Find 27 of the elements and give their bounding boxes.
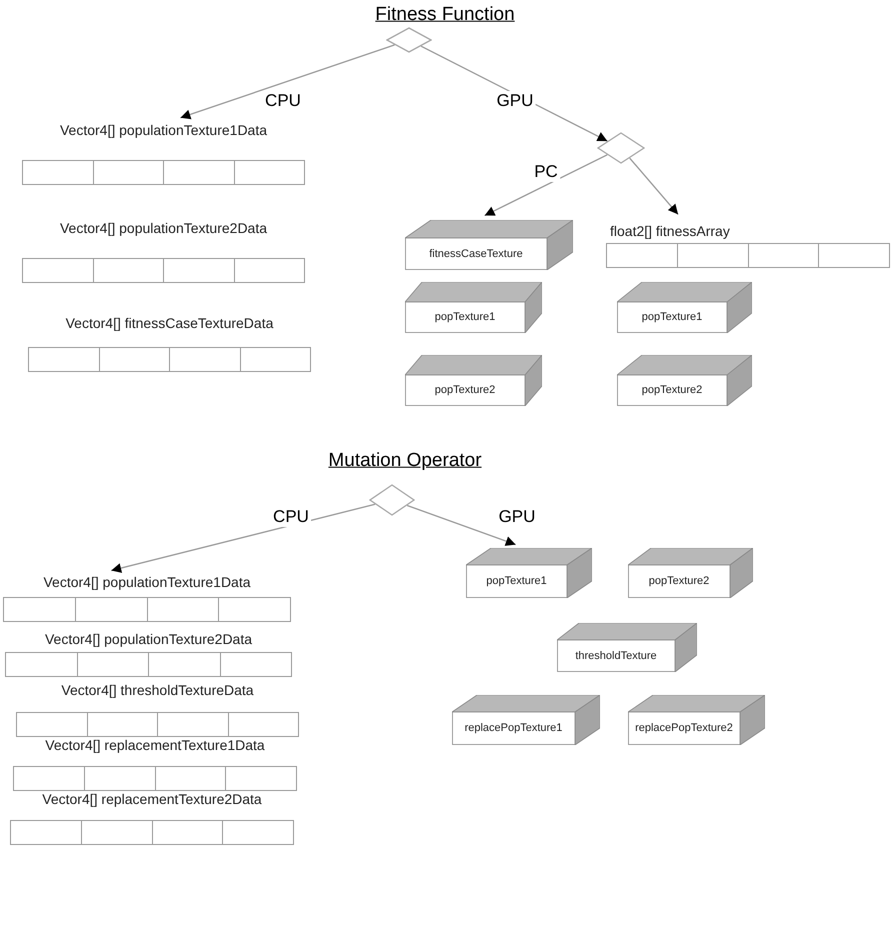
array-label: Vector4[] populationTexture2Data <box>44 630 252 648</box>
box-label: thresholdTexture <box>575 648 657 664</box>
box-label: replacePopTexture1 <box>464 721 562 736</box>
box-label: popTexture2 <box>434 383 496 398</box>
box-label: popTexture2 <box>648 574 710 590</box>
arrow <box>111 504 376 573</box>
box-label: popTexture2 <box>642 383 702 398</box>
box-label: popTexture1 <box>434 310 496 326</box>
array-label: Vector4[] replacementTexture1Data <box>45 736 265 754</box>
array-label: Vector4[] populationTexture1Data <box>43 573 251 591</box>
array-label: Vector4[] replacementTexture2Data <box>42 790 262 808</box>
box-label: popTexture1 <box>486 574 547 590</box>
arrow <box>406 504 516 546</box>
arrow <box>629 158 679 215</box>
section-title: Fitness Function <box>375 2 515 27</box>
array-label: Vector4[] fitnessCaseTextureData <box>66 314 274 332</box>
box-label: fitnessCaseTexture <box>429 246 523 262</box>
edge-label: CPU <box>271 507 311 527</box>
box-label: replacePopTexture2 <box>635 721 733 736</box>
array-label: Vector4[] populationTexture2Data <box>60 219 268 237</box>
section-title: Mutation Operator <box>328 448 482 473</box>
arrow <box>180 44 395 120</box>
array-label: float2[] fitnessArray <box>610 222 730 240</box>
array-label: Vector4[] populationTexture1Data <box>60 121 268 139</box>
arrow <box>484 154 608 216</box>
array-label: Vector4[] thresholdTextureData <box>61 681 254 699</box>
box-label: popTexture1 <box>642 310 702 326</box>
